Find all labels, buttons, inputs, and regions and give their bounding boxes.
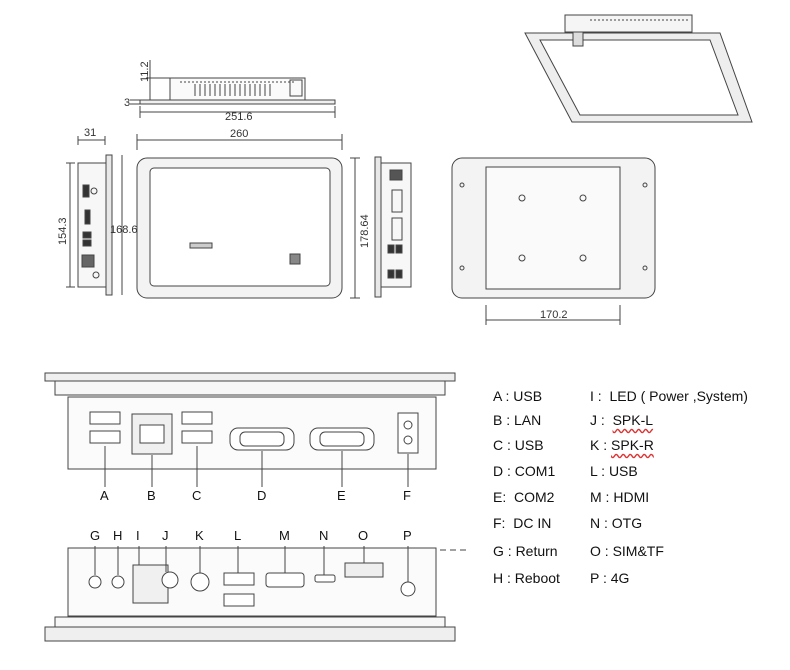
legend-item-d: D : COM1 — [493, 463, 556, 479]
legend-item-a: A : USB — [493, 388, 543, 404]
legend-item-j: J : SPK-L — [590, 412, 654, 428]
legend-item-n: N : OTG — [590, 515, 643, 531]
dim-thickness: 11.2 — [139, 61, 151, 82]
top-profile-view — [130, 60, 336, 118]
dim-back-width: 170.2 — [540, 309, 568, 321]
legend-item-f: F: DC IN — [493, 515, 552, 531]
dim-overall-width: 260 — [230, 128, 248, 140]
dim-body-width: 251.6 — [225, 111, 253, 123]
legend-item-k: K : SPK-R — [590, 437, 654, 453]
legend-item-m: M : HDMI — [590, 489, 650, 505]
dim-depth: 31 — [84, 127, 96, 139]
legend-item-h: H : Reboot — [493, 570, 560, 586]
port-letter-e: E — [337, 488, 346, 503]
legend-item-c: C : USB — [493, 437, 544, 453]
port-letter-d: D — [257, 488, 266, 503]
right-side-view — [374, 156, 412, 298]
port-letter-l: L — [234, 528, 241, 543]
dim-bezel: 3 — [124, 97, 130, 109]
port-letter-n: N — [319, 528, 328, 543]
perspective-view — [524, 14, 753, 123]
legend-item-p: P : 4G — [590, 570, 630, 586]
dim-side-height: 154.3 — [57, 217, 69, 245]
dim-front-inner-height: 168.6 — [110, 224, 138, 236]
vent-slots — [194, 84, 271, 96]
port-panel-top — [44, 372, 456, 487]
port-letter-h: H — [113, 528, 122, 543]
legend-item-g: G : Return — [493, 543, 558, 559]
legend-item-e: E: COM2 — [493, 489, 555, 505]
port-letter-m: M — [279, 528, 290, 543]
port-letter-a: A — [100, 488, 109, 503]
port-letter-f: F — [403, 488, 411, 503]
port-panel-bottom — [44, 546, 470, 642]
left-side-view — [66, 136, 123, 296]
port-letter-p: P — [403, 528, 412, 543]
port-letter-b: B — [147, 488, 156, 503]
port-letter-j: J — [162, 528, 169, 543]
legend-item-l: L : USB — [590, 463, 638, 479]
dim-overall-height: 178.64 — [359, 214, 371, 248]
port-letter-o: O — [358, 528, 368, 543]
port-letter-c: C — [192, 488, 201, 503]
port-letter-g: G — [90, 528, 100, 543]
port-letter-i: I — [136, 528, 140, 543]
port-letter-k: K — [195, 528, 204, 543]
legend-item-o: O : SIM&TF — [590, 543, 664, 559]
legend-item-i: I : LED ( Power ,System) — [590, 388, 748, 404]
front-view — [136, 134, 360, 299]
back-view — [451, 157, 656, 325]
legend-item-b: B : LAN — [493, 412, 542, 428]
